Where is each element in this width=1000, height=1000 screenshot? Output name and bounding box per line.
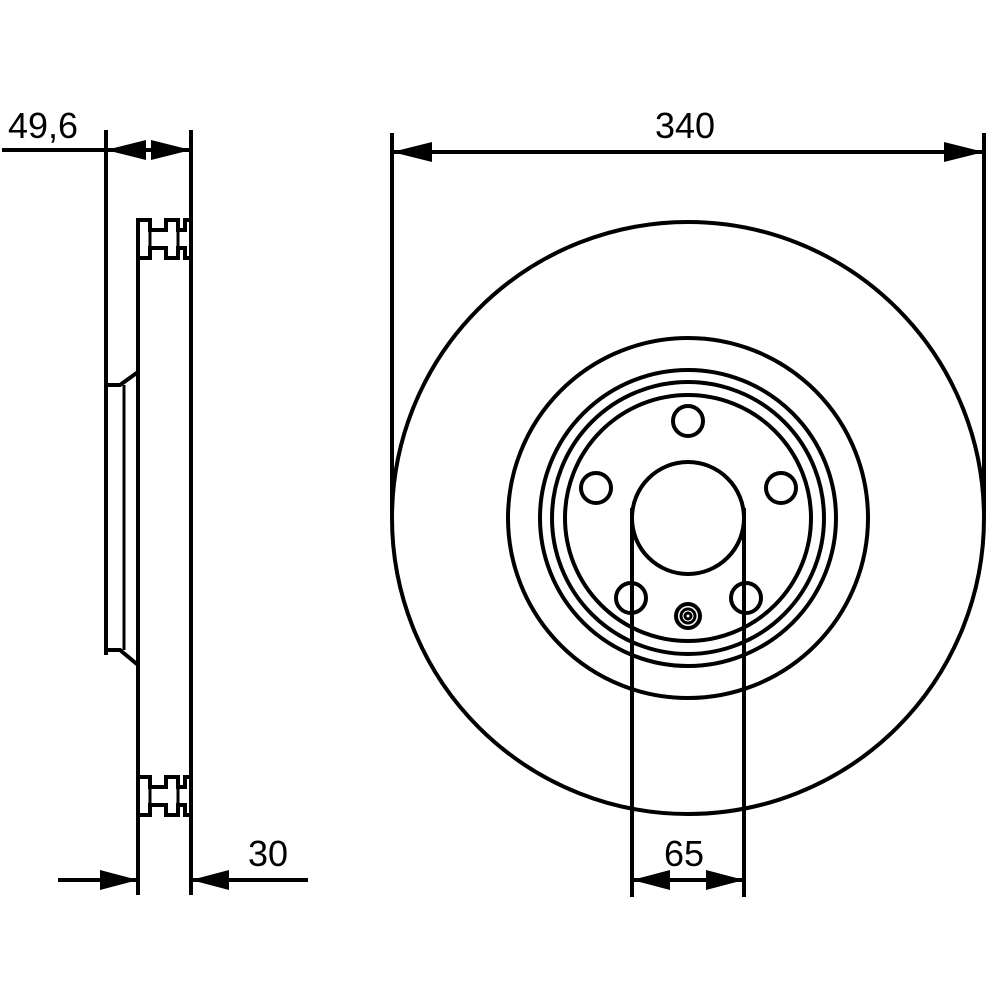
dimension-disc-width: 30: [58, 833, 308, 890]
front-view: 340 65: [390, 105, 986, 897]
dim-diameter-label: 340: [655, 105, 715, 146]
dim-disc-width-label: 30: [248, 833, 288, 874]
top-vent-profile: [138, 218, 191, 260]
friction-ring-inner-circle: [506, 336, 870, 700]
bolt-hole-right: [764, 471, 798, 505]
dimension-center-bore: 65: [630, 508, 746, 897]
dimension-thickness: 49,6: [2, 105, 191, 160]
locating-screw-hole: [674, 602, 702, 630]
side-view: 49,6 30: [2, 105, 308, 895]
hat-step-top: [106, 370, 140, 387]
bottom-vent-profile: [138, 775, 191, 817]
hat-step-circle: [550, 380, 826, 656]
hat-inner-circle: [563, 393, 813, 643]
dimension-diameter: 340: [390, 105, 986, 518]
center-bore-circle: [630, 460, 746, 576]
dim-center-bore-label: 65: [664, 833, 704, 874]
bolt-hole-left: [579, 471, 613, 505]
bolt-holes: [579, 404, 798, 615]
hat-outer-circle: [538, 368, 838, 668]
dim-thickness-label: 49,6: [8, 105, 78, 146]
bolt-hole-top: [671, 404, 705, 438]
hat-step-bottom: [106, 648, 140, 667]
outer-rim-circle: [390, 220, 986, 816]
